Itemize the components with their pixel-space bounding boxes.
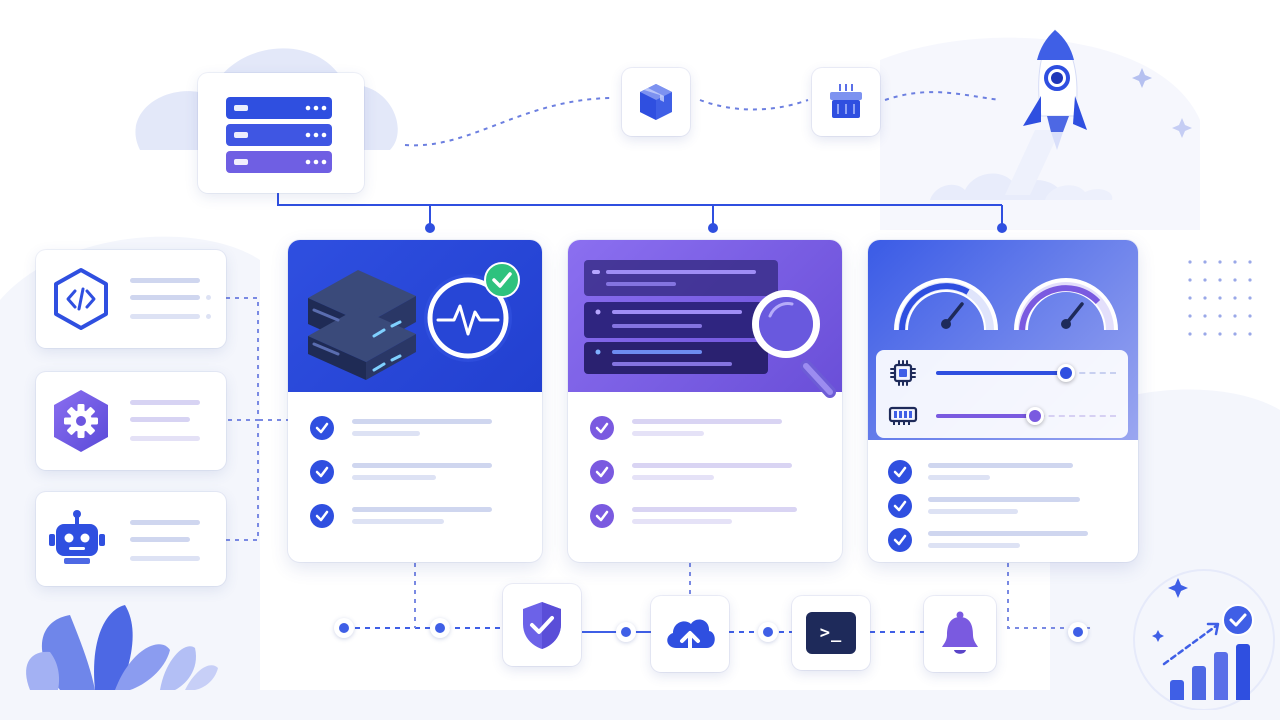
placeholder-line <box>352 519 444 524</box>
gear-icon <box>54 390 108 452</box>
deploy-step[interactable] <box>651 596 729 672</box>
checkmark-icon <box>1222 604 1254 636</box>
cloud-upload-icon <box>667 619 715 656</box>
server-stack-icon <box>308 270 512 380</box>
placeholder-line <box>352 431 420 436</box>
security-step[interactable] <box>503 584 581 666</box>
placeholder-line <box>632 463 792 468</box>
shield-check-icon <box>523 602 561 649</box>
placeholder-line <box>352 507 492 512</box>
placeholder-line <box>352 463 492 468</box>
cpu-slider[interactable] <box>936 364 1116 382</box>
placeholder-line <box>928 543 1020 548</box>
performance-panel[interactable] <box>868 240 1138 562</box>
package-tile[interactable] <box>622 68 690 136</box>
memory-slider[interactable] <box>936 407 1116 425</box>
server-rack-card[interactable] <box>198 73 364 193</box>
placeholder-line <box>632 519 732 524</box>
server-rack-icon <box>226 97 332 173</box>
robot-icon <box>49 510 105 564</box>
check-circle-icon <box>310 460 334 484</box>
placeholder-line <box>130 295 200 300</box>
placeholder-line <box>632 475 714 480</box>
growth-bar <box>1192 666 1206 700</box>
resource-slider-box <box>876 350 1128 438</box>
placeholder-dot <box>206 314 211 319</box>
memory-icon <box>888 406 918 425</box>
placeholder-line <box>352 475 436 480</box>
placeholder-line <box>130 417 190 422</box>
placeholder-line <box>928 509 1018 514</box>
check-circle-icon <box>310 416 334 440</box>
growth-bar <box>1236 644 1250 700</box>
pipeline-node-dot <box>430 618 450 638</box>
log-search-header <box>568 240 842 398</box>
container-tile[interactable] <box>812 68 880 136</box>
pipeline-node-dot <box>1068 622 1088 642</box>
alert-step[interactable] <box>924 596 996 672</box>
check-circle-icon <box>590 504 614 528</box>
terminal-icon: >_ <box>806 612 856 654</box>
server-health-panel[interactable] <box>288 240 542 562</box>
pipeline-node-dot <box>758 622 778 642</box>
service-card-settings[interactable] <box>36 372 226 470</box>
check-circle-icon <box>590 416 614 440</box>
check-circle-icon <box>590 460 614 484</box>
placeholder-line <box>130 400 200 405</box>
gauge-icon <box>894 278 1118 331</box>
bell-icon <box>942 611 978 654</box>
placeholder-line <box>130 537 190 542</box>
service-card-code[interactable] <box>36 250 226 348</box>
placeholder-line <box>928 497 1080 502</box>
placeholder-line <box>928 475 990 480</box>
placeholder-line <box>928 463 1073 468</box>
pipeline-node-dot <box>334 618 354 638</box>
check-circle-icon <box>888 494 912 518</box>
placeholder-line <box>928 531 1088 536</box>
check-circle-icon <box>888 460 912 484</box>
placeholder-line <box>130 436 200 441</box>
log-window-icon <box>584 260 806 374</box>
placeholder-line <box>130 556 200 561</box>
package-icon <box>640 84 672 120</box>
plant-illustration <box>26 605 218 690</box>
growth-chart-ring <box>1133 569 1275 710</box>
pipeline-node-dot <box>616 622 636 642</box>
check-circle-icon <box>310 504 334 528</box>
check-circle-icon <box>888 528 912 552</box>
bar-chart-icon <box>1170 630 1254 700</box>
performance-header <box>868 240 1138 440</box>
placeholder-dot <box>206 295 211 300</box>
placeholder-line <box>130 278 200 283</box>
placeholder-line <box>632 419 782 424</box>
log-search-panel[interactable] <box>568 240 842 562</box>
service-card-bot[interactable] <box>36 492 226 586</box>
placeholder-line <box>352 419 492 424</box>
server-health-header <box>288 240 542 392</box>
terminal-prompt: >_ <box>819 623 843 643</box>
checkmark-icon <box>484 262 520 298</box>
placeholder-line <box>632 507 797 512</box>
cpu-icon <box>890 360 916 386</box>
placeholder-line <box>632 431 704 436</box>
container-icon <box>830 84 862 118</box>
growth-bar <box>1214 652 1228 700</box>
placeholder-line <box>130 520 200 525</box>
terminal-step[interactable]: >_ <box>792 596 870 670</box>
growth-bar <box>1170 680 1184 700</box>
magnifier-icon <box>752 290 836 398</box>
code-icon <box>54 268 108 330</box>
placeholder-line <box>130 314 200 319</box>
rocket-icon <box>1023 29 1087 150</box>
trend-arrow-icon <box>1162 622 1220 666</box>
